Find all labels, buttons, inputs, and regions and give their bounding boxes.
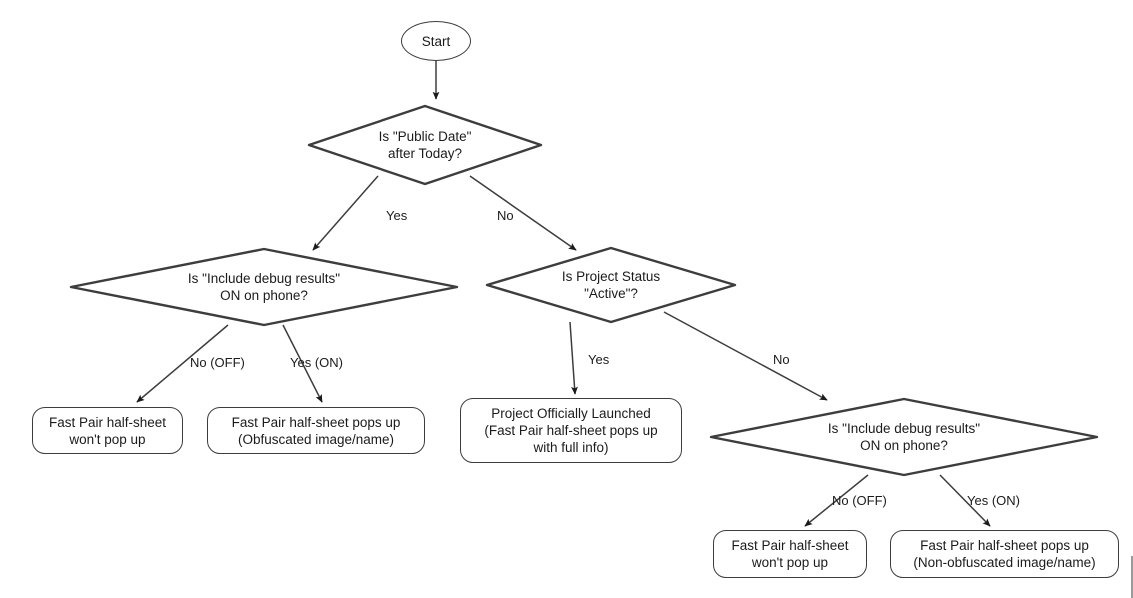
edge-project-status-yes bbox=[569, 321, 578, 395]
node-debug-results-right[interactable]: Is "Include debug results" ON on phone? bbox=[707, 397, 1101, 477]
edge-label-debug-left-yes: Yes (ON) bbox=[290, 355, 343, 370]
node-result-obfuscated[interactable]: Fast Pair half-sheet pops up (Obfuscated… bbox=[207, 407, 425, 454]
node-result-no-popup-right[interactable]: Fast Pair half-sheet won't pop up bbox=[713, 530, 867, 578]
edge-label-debug-left-no: No (OFF) bbox=[190, 355, 245, 370]
edge-label-public-date-no: No bbox=[497, 208, 514, 223]
node-start-label: Start bbox=[421, 33, 451, 49]
node-result-no-popup-right-label: Fast Pair half-sheet won't pop up bbox=[731, 538, 849, 570]
edge-label-project-status-no: No bbox=[773, 352, 790, 367]
node-result-officially-launched-label: Project Officially Launched (Fast Pair h… bbox=[484, 406, 658, 455]
node-start[interactable]: Start bbox=[401, 21, 471, 61]
node-result-no-popup-left[interactable]: Fast Pair half-sheet won't pop up bbox=[32, 407, 183, 454]
diamond-shape-debug-left bbox=[67, 247, 461, 327]
node-debug-results-left[interactable]: Is "Include debug results" ON on phone? bbox=[67, 247, 461, 327]
node-result-obfuscated-label: Fast Pair half-sheet pops up (Obfuscated… bbox=[231, 414, 401, 447]
node-result-officially-launched[interactable]: Project Officially Launched (Fast Pair h… bbox=[460, 398, 682, 463]
node-project-status[interactable]: Is Project Status "Active"? bbox=[483, 246, 739, 324]
edge-public-date-no bbox=[469, 175, 577, 251]
node-result-no-popup-left-label: Fast Pair half-sheet won't pop up bbox=[48, 414, 167, 447]
edge-label-debug-right-no: No (OFF) bbox=[832, 493, 887, 508]
node-public-date-decision[interactable]: Is "Public Date" after Today? bbox=[305, 104, 545, 186]
edge-label-debug-right-yes: Yes (ON) bbox=[967, 493, 1020, 508]
node-result-non-obfuscated-label: Fast Pair half-sheet pops up (Non-obfusc… bbox=[913, 538, 1096, 570]
edge-debug-left-yes bbox=[282, 324, 323, 403]
diamond-shape-debug-right bbox=[707, 397, 1101, 477]
diamond-shape-project-status bbox=[483, 246, 739, 324]
edge-public-date-yes bbox=[312, 175, 379, 251]
edge-debug-right-yes bbox=[939, 474, 991, 527]
edge-debug-left-no bbox=[136, 324, 229, 403]
node-result-non-obfuscated[interactable]: Fast Pair half-sheet pops up (Non-obfusc… bbox=[890, 530, 1119, 578]
edge-label-public-date-yes: Yes bbox=[386, 208, 408, 223]
right-edge-artifact bbox=[1131, 556, 1133, 598]
edge-label-project-status-yes: Yes bbox=[588, 352, 610, 367]
edge-project-status-no bbox=[663, 311, 828, 401]
edge-debug-right-no bbox=[804, 474, 869, 527]
diamond-shape-public-date bbox=[305, 104, 545, 186]
